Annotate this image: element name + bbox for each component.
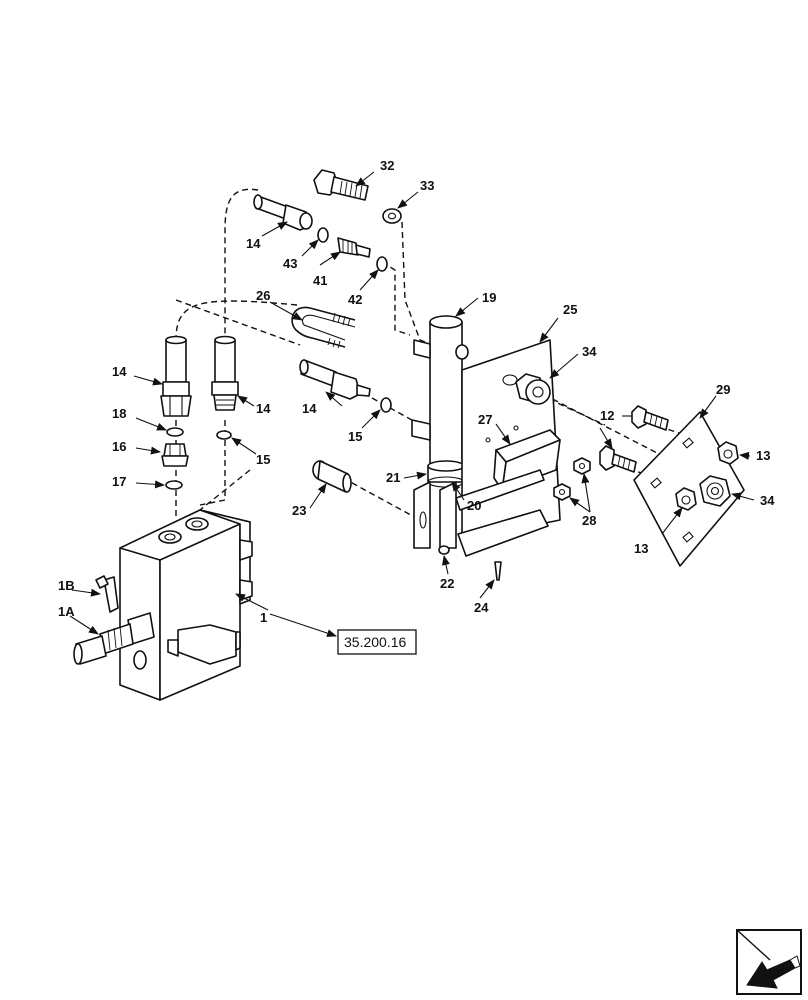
nut-34-right bbox=[699, 475, 731, 507]
u-bolt-26 bbox=[291, 306, 356, 349]
nut-13-right bbox=[717, 441, 739, 465]
callout-27: 27 bbox=[478, 412, 492, 427]
callout-24: 24 bbox=[474, 600, 489, 615]
callout-15-middle: 15 bbox=[348, 429, 362, 444]
callout-23: 23 bbox=[292, 503, 306, 518]
callout-29: 29 bbox=[716, 382, 730, 397]
callout-33: 33 bbox=[420, 178, 434, 193]
bolt-32 bbox=[313, 169, 369, 201]
callout-14-right: 14 bbox=[256, 401, 271, 416]
nut-13-lower bbox=[675, 487, 697, 511]
callout-13-right: 13 bbox=[756, 448, 770, 463]
callout-21: 21 bbox=[386, 470, 400, 485]
callout-41: 41 bbox=[313, 273, 327, 288]
callout-22: 22 bbox=[440, 576, 454, 591]
fitting-14-right bbox=[211, 335, 239, 411]
adapter-16 bbox=[161, 443, 189, 467]
reference-box[interactable]: 35.200.16 bbox=[337, 629, 417, 655]
bolt-12-lower bbox=[599, 445, 637, 473]
callout-20: 20 bbox=[467, 498, 481, 513]
callout-14-left: 14 bbox=[112, 364, 127, 379]
washer-33 bbox=[382, 208, 402, 224]
nut-34-top bbox=[515, 373, 551, 405]
callout-16: 16 bbox=[112, 439, 126, 454]
fitting-14-left bbox=[160, 335, 192, 417]
fitting-14-top bbox=[253, 194, 313, 231]
callout-34-right: 34 bbox=[760, 493, 775, 508]
o-ring-18 bbox=[166, 427, 184, 437]
pin-23 bbox=[312, 460, 352, 493]
tube-19 bbox=[411, 315, 469, 469]
callout-43: 43 bbox=[283, 256, 297, 271]
callout-17: 17 bbox=[112, 474, 126, 489]
callout-34-top: 34 bbox=[582, 344, 597, 359]
o-ring-43 bbox=[317, 227, 329, 243]
callout-42: 42 bbox=[348, 292, 362, 307]
strap-20 bbox=[455, 469, 549, 557]
page-turn-arrow-icon[interactable] bbox=[736, 929, 802, 995]
valve-block-1 bbox=[95, 509, 253, 701]
callout-15-left: 15 bbox=[256, 452, 270, 467]
o-ring-17 bbox=[165, 480, 183, 490]
callout-25: 25 bbox=[563, 302, 577, 317]
collar-21 bbox=[427, 460, 465, 488]
callout-1: 1 bbox=[260, 610, 267, 625]
bolt-12-top bbox=[631, 405, 669, 431]
callout-1a: 1A bbox=[58, 604, 75, 619]
cotter-pin-24 bbox=[494, 561, 502, 581]
leader-lines bbox=[69, 171, 755, 637]
fitting-1a bbox=[73, 612, 155, 665]
callout-19: 19 bbox=[482, 290, 496, 305]
callout-labels: 32 33 14 43 41 42 26 19 25 34 14 14 14 1… bbox=[58, 158, 775, 625]
callout-26: 26 bbox=[256, 288, 270, 303]
o-ring-15-middle bbox=[380, 397, 392, 413]
plate-29 bbox=[633, 411, 745, 567]
o-ring-15-left bbox=[216, 430, 232, 440]
callout-1b: 1B bbox=[58, 578, 75, 593]
nut-28-b bbox=[553, 483, 571, 501]
adapter-41 bbox=[337, 237, 371, 258]
o-ring-42 bbox=[376, 256, 388, 272]
callout-18: 18 bbox=[112, 406, 126, 421]
callout-32: 32 bbox=[380, 158, 394, 173]
reference-box-label: 35.200.16 bbox=[344, 634, 406, 650]
callout-14-middle: 14 bbox=[302, 401, 317, 416]
clevis-fork bbox=[413, 481, 457, 555]
fitting-14-middle bbox=[299, 359, 371, 400]
callout-12: 12 bbox=[600, 408, 614, 423]
callout-14-top: 14 bbox=[246, 236, 261, 251]
nut-28-a bbox=[573, 457, 591, 475]
callout-13-lower: 13 bbox=[634, 541, 648, 556]
callout-28: 28 bbox=[582, 513, 596, 528]
